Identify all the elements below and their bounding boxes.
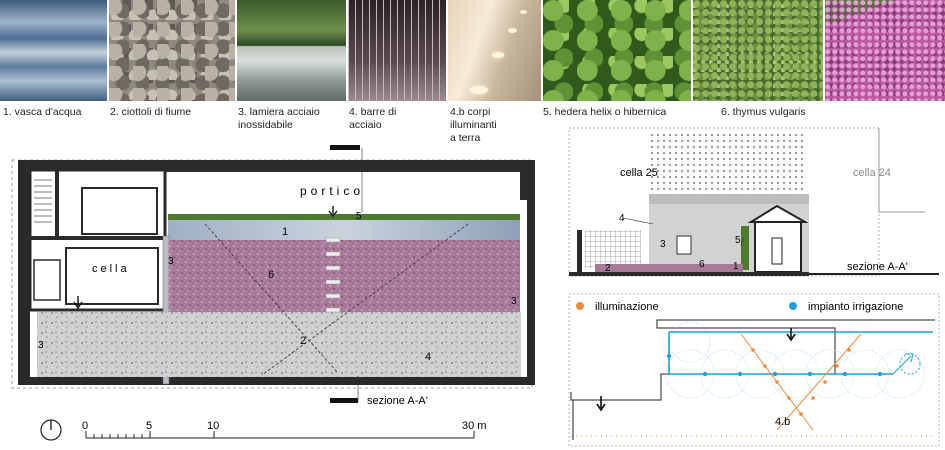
section-number-6: 6 xyxy=(699,259,705,270)
lights-tag: 4.b xyxy=(775,416,790,428)
cella-25-label: cella 25 xyxy=(620,167,658,179)
zone-label-1: 1 xyxy=(282,226,288,238)
section-label-plan: sezione A-A' xyxy=(367,395,428,407)
irrigation-legend-label: impianto irrigazione xyxy=(808,301,903,313)
caption-thymus: 6. thymus vulgaris xyxy=(721,106,806,118)
scale-tick-10: 10 xyxy=(207,420,219,432)
photo-thymus xyxy=(693,0,823,101)
zone-label-3b: 3 xyxy=(511,296,517,307)
section-number-5: 5 xyxy=(735,235,741,246)
zone-label-5: 5 xyxy=(356,211,362,222)
zone-label-2: 2 xyxy=(300,335,306,347)
cella-24-label: cella 24 xyxy=(853,167,891,179)
scale-tick-30: 30 m xyxy=(462,420,486,432)
photo-bars xyxy=(348,0,446,101)
section-label-elevation: sezione A-A' xyxy=(847,261,908,273)
zone-label-3c: 3 xyxy=(38,340,44,351)
caption-pebbles: 2. ciottoli di fiume xyxy=(110,106,192,118)
photo-flowers xyxy=(825,0,945,101)
site-plan: portico cella 1 5 6 2 4 3 3 3 sezione A-… xyxy=(11,145,535,407)
scale-tick-0: 0 xyxy=(82,420,88,432)
section-number-1: 1 xyxy=(733,261,739,272)
caption-water: 1. vasca d'acqua xyxy=(3,106,82,118)
photo-steel xyxy=(237,0,346,101)
zone-label-3a: 3 xyxy=(168,256,174,267)
portico-label: portico xyxy=(300,184,364,198)
caption-hedera: 5. hedera helix o hibernica xyxy=(543,106,667,118)
section-number-3: 3 xyxy=(660,239,666,250)
irrigation-legend-icon xyxy=(789,302,797,310)
photo-hedera xyxy=(543,0,691,101)
photo-pebbles xyxy=(109,0,235,101)
scale-bar: 0 5 10 30 m xyxy=(40,419,486,441)
zone-label-6: 6 xyxy=(268,269,274,281)
lighting-legend-label: illuminazione xyxy=(595,301,659,313)
section-number-2: 2 xyxy=(605,263,611,274)
scale-tick-5: 5 xyxy=(146,420,152,432)
section-number-4: 4 xyxy=(619,213,625,224)
photo-lights xyxy=(448,0,541,101)
lighting-legend-icon xyxy=(576,302,584,310)
section-drawing: cella 25 cella 24 sezione A-A' 4 3 5 2 6… xyxy=(568,127,939,277)
cella-label: cella xyxy=(92,263,130,275)
zone-label-4: 4 xyxy=(425,351,431,363)
systems-plan: illuminazione impianto irrigazione 4.b xyxy=(568,293,940,447)
photo-water xyxy=(0,0,107,101)
